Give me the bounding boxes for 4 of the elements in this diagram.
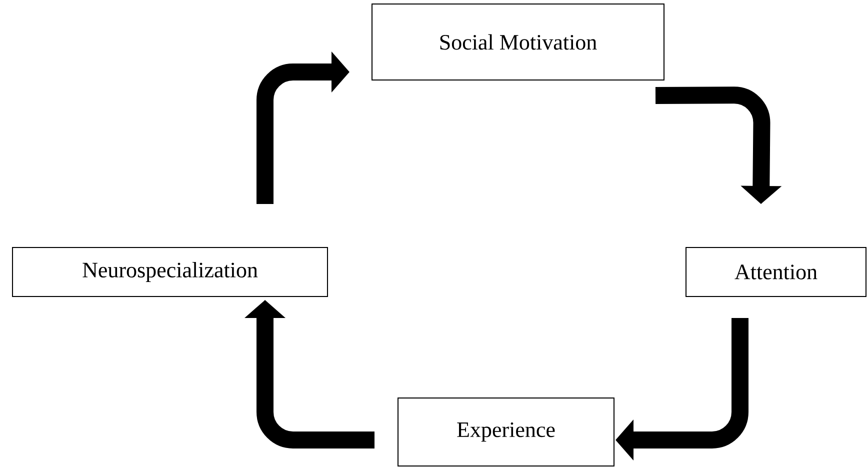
text-box: Experience [398, 398, 614, 466]
text-box: Attention [686, 247, 866, 297]
text-box: Neurospecialization [12, 247, 328, 297]
text-box: Social Motivation [372, 4, 664, 80]
